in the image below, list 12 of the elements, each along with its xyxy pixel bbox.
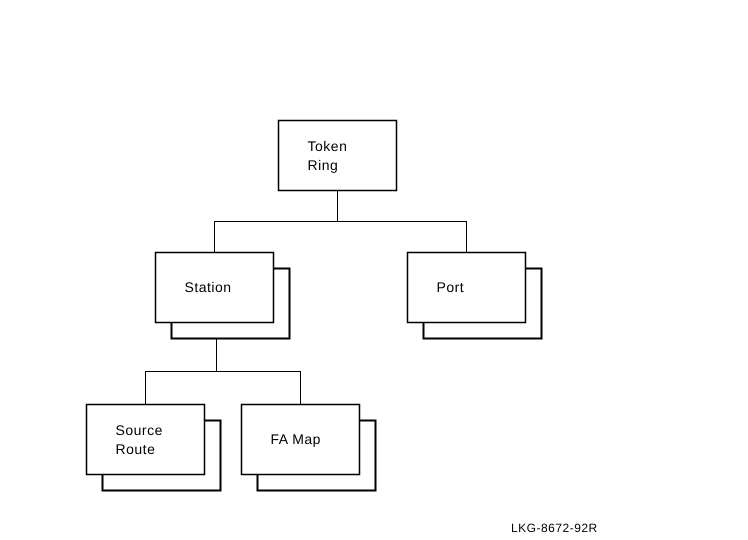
figure-code: LKG-8672-92R	[511, 521, 598, 535]
node-label: FA Map	[270, 430, 322, 449]
node-label: Station	[184, 278, 233, 297]
node-label: Port	[436, 278, 466, 297]
stacked-box	[155, 252, 290, 339]
process-box	[278, 120, 397, 191]
stacked-box	[407, 252, 542, 339]
node-label: Source Route	[116, 420, 164, 458]
stacked-box	[86, 404, 221, 491]
stacked-box	[241, 404, 376, 491]
node-label: Token Ring	[308, 136, 348, 174]
connector-line	[337, 190, 467, 252]
